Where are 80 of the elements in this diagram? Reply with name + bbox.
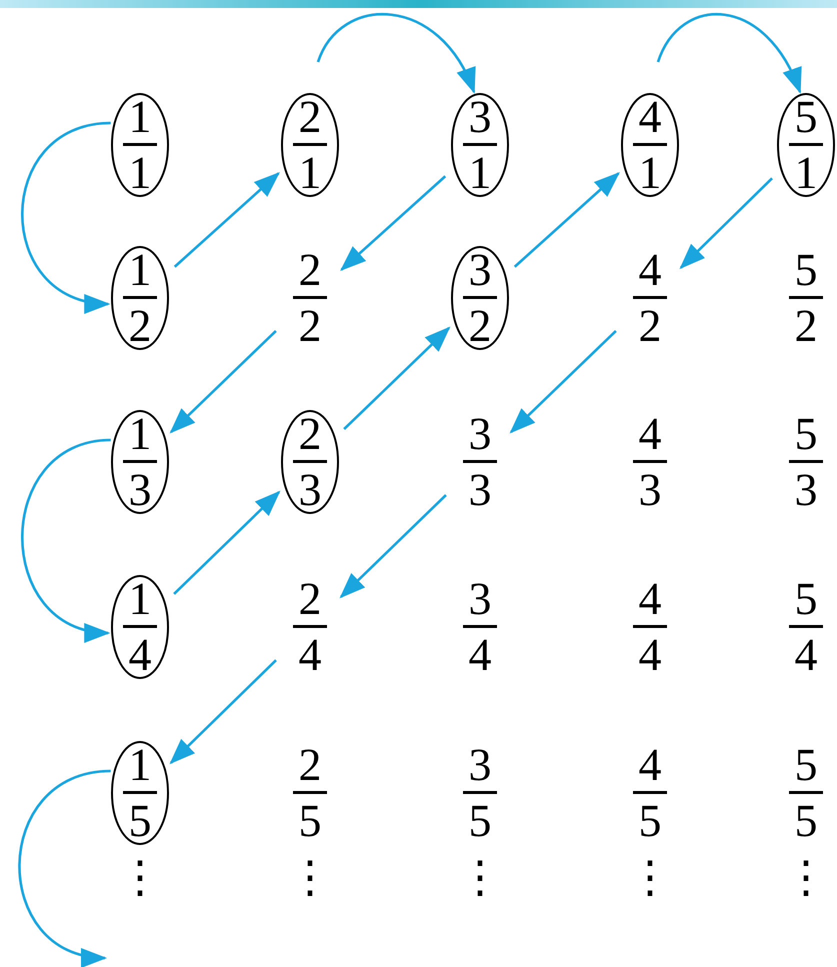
circled-fraction: [110, 740, 170, 846]
numerator: 4: [638, 94, 662, 140]
numerator: 5: [794, 576, 818, 622]
denominator: 5: [128, 798, 152, 844]
denominator: 2: [794, 302, 818, 349]
denominator: 1: [298, 150, 322, 196]
denominator: 1: [638, 150, 662, 196]
arrow: [173, 490, 280, 595]
denominator: 4: [638, 632, 662, 678]
denominator: 4: [128, 632, 152, 678]
denominator: 1: [128, 150, 152, 196]
circled-fraction: [110, 409, 170, 515]
numerator: 1: [128, 411, 152, 458]
circled-fraction: [110, 245, 170, 351]
arrow: [316, 13, 476, 94]
vertical-ellipsis: ⋮: [784, 856, 828, 900]
circled-fraction: [280, 92, 340, 198]
arrow: [343, 326, 450, 430]
denominator: 5: [638, 798, 662, 844]
denominator: 1: [468, 150, 492, 196]
numerator: 2: [298, 94, 322, 140]
denominator: 5: [468, 798, 492, 844]
arrow: [21, 122, 111, 311]
numerator: 3: [468, 247, 492, 294]
numerator: 3: [468, 411, 492, 458]
arrow: [340, 494, 447, 598]
circled-fraction: [280, 409, 340, 515]
numerator: 5: [794, 742, 818, 788]
denominator: 5: [794, 798, 818, 844]
numerator: 1: [128, 576, 152, 622]
denominator: 3: [128, 466, 152, 513]
numerator: 4: [638, 247, 662, 294]
circled-fraction: [450, 245, 510, 351]
vertical-ellipsis: ⋮: [288, 856, 332, 900]
denominator: 5: [298, 798, 322, 844]
numerator: 1: [128, 247, 152, 294]
numerator: 5: [794, 94, 818, 140]
arrow: [679, 177, 773, 270]
vertical-ellipsis: ⋮: [118, 856, 162, 900]
numerator: 2: [298, 247, 322, 294]
denominator: 2: [298, 302, 322, 349]
vertical-ellipsis: ⋮: [458, 856, 502, 900]
numerator: 5: [794, 247, 818, 294]
numerator: 4: [638, 742, 662, 788]
circled-fraction: [776, 92, 836, 198]
denominator: 3: [794, 466, 818, 513]
denominator: 2: [468, 302, 492, 349]
numerator: 1: [128, 742, 152, 788]
denominator: 3: [638, 466, 662, 513]
denominator: 3: [298, 466, 322, 513]
numerator: 2: [298, 742, 322, 788]
numerator: 5: [794, 411, 818, 458]
arrow: [656, 13, 802, 94]
denominator: 4: [468, 632, 492, 678]
denominator: 3: [468, 466, 492, 513]
denominator: 1: [794, 150, 818, 196]
numerator: 4: [638, 576, 662, 622]
arrow: [170, 659, 277, 764]
numerator: 3: [468, 742, 492, 788]
arrow: [174, 172, 280, 268]
numerator: 2: [298, 411, 322, 458]
denominator: 2: [638, 302, 662, 349]
numerator: 1: [128, 94, 152, 140]
arrow: [18, 770, 111, 965]
circled-fraction: [110, 92, 170, 198]
arrow: [340, 175, 446, 271]
vertical-ellipsis: ⋮: [628, 856, 672, 900]
numerator: 3: [468, 576, 492, 622]
denominator: 4: [298, 632, 322, 678]
denominator: 2: [128, 302, 152, 349]
circled-fraction: [450, 92, 510, 198]
arrow: [510, 330, 617, 434]
circled-fraction: [620, 92, 680, 198]
circled-fraction: [110, 574, 170, 680]
denominator: 4: [794, 632, 818, 678]
numerator: 2: [298, 576, 322, 622]
numerator: 4: [638, 411, 662, 458]
arrow: [514, 172, 620, 268]
numerator: 3: [468, 94, 492, 140]
arrow: [170, 330, 277, 434]
